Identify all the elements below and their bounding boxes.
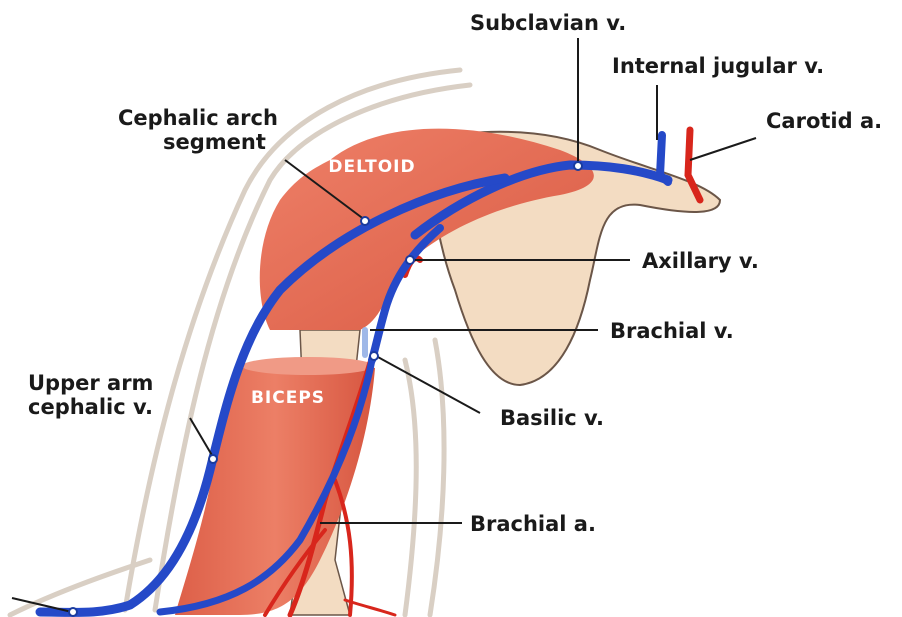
cephalic-arch-label-line1: Cephalic arch xyxy=(118,106,278,130)
biceps-label: BICEPS xyxy=(251,388,325,408)
basilic-vein-label: Basilic v. xyxy=(500,406,604,430)
axillary-vein-label: Axillary v. xyxy=(642,249,759,273)
subclavian-vein-label: Subclavian v. xyxy=(470,11,626,35)
brachial-vein-label: Brachial v. xyxy=(610,319,734,343)
carotid-artery-label: Carotid a. xyxy=(766,109,882,133)
upper-arm-cephalic-label-line2: cephalic v. xyxy=(28,395,153,419)
biceps-tendon-head xyxy=(242,357,374,375)
deltoid-label: DELTOID xyxy=(328,157,415,177)
brachial-artery-label: Brachial a. xyxy=(470,512,596,536)
internal-jugular-vein-label: Internal jugular v. xyxy=(612,54,824,78)
cephalic-arch-label-line2: segment xyxy=(163,130,266,154)
upper-arm-cephalic-label-line1: Upper arm xyxy=(28,371,153,395)
